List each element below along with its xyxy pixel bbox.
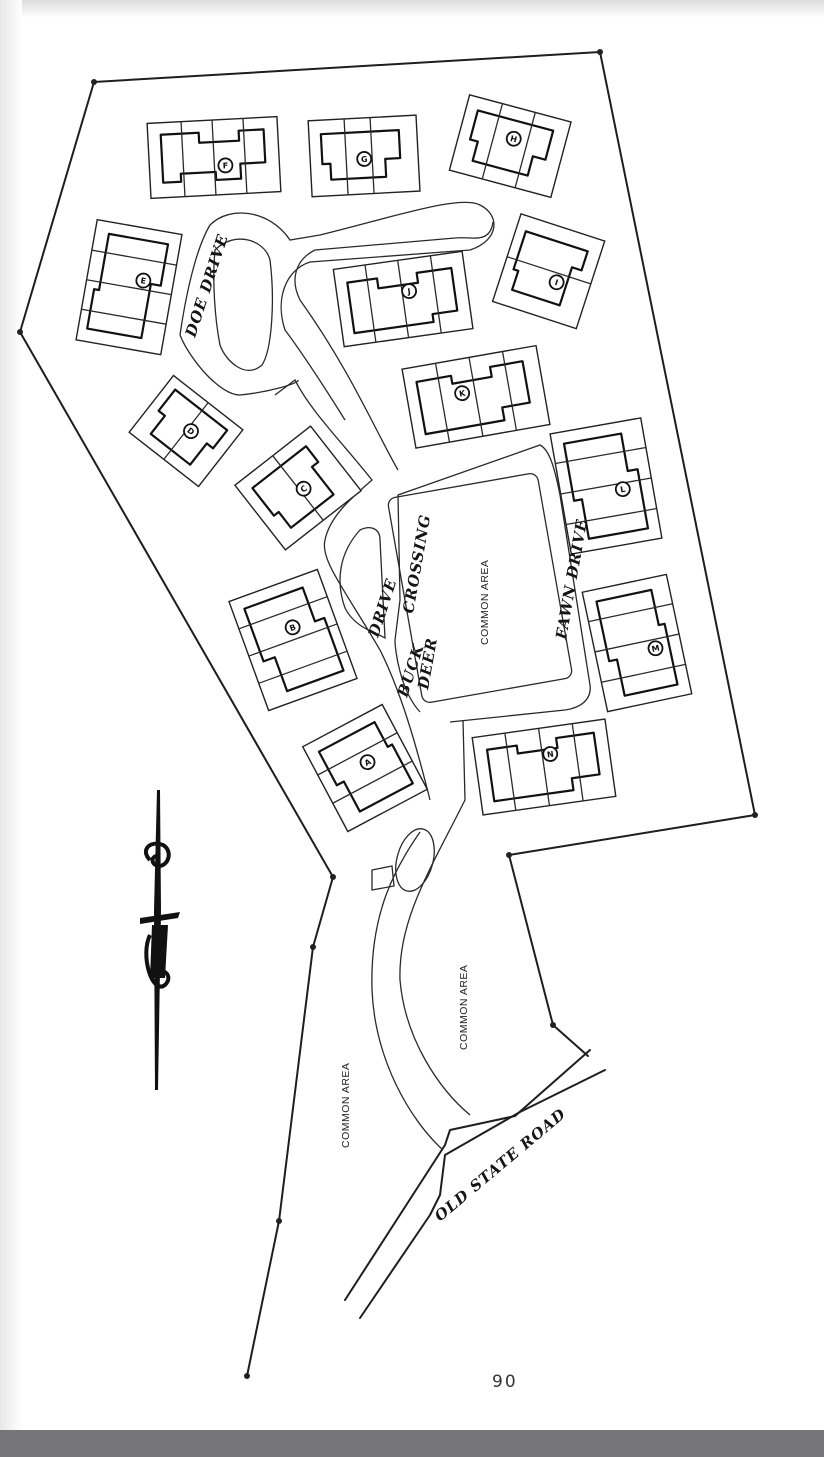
lot-D[interactable]: D: [128, 374, 244, 488]
lot-K[interactable]: K: [401, 344, 551, 449]
scan-top-shadow: [0, 0, 824, 18]
lot-N[interactable]: N: [471, 718, 617, 816]
lot-label: E: [140, 276, 147, 286]
common-area-label-lower: COMMON AREA: [458, 965, 470, 1050]
lot-label: L: [620, 485, 627, 495]
lot-label: H: [509, 134, 518, 144]
buck-drive-island: [339, 527, 386, 640]
page-number: 90: [492, 1372, 518, 1392]
property-boundary-east: [508, 51, 756, 1057]
lot-label: F: [222, 161, 228, 170]
lot-label: D: [185, 426, 196, 437]
street-label-deer-crossing: CROSSING: [399, 513, 434, 615]
lot-label: G: [361, 155, 368, 164]
street-label-buck-drive: DRIVE: [364, 576, 400, 640]
entrance-island: [395, 828, 435, 892]
interior-roads: [274, 221, 591, 801]
lot-label: N: [546, 750, 554, 760]
doe-drive-island: [213, 238, 273, 371]
lot-L[interactable]: L: [549, 417, 663, 555]
entrance-gatehouse: [371, 865, 395, 891]
lot-label: M: [651, 644, 661, 654]
lot-M[interactable]: M: [581, 573, 693, 713]
lot-F[interactable]: F: [146, 115, 282, 200]
lot-label: C: [299, 484, 309, 495]
doe-drive-roads: [179, 201, 495, 421]
lot-label: K: [458, 389, 466, 399]
lot-H[interactable]: H: [448, 93, 572, 199]
north-arrow-icon: [140, 790, 180, 1090]
lot-label: A: [363, 757, 373, 768]
lot-E[interactable]: E: [75, 218, 183, 356]
lot-I[interactable]: I: [491, 213, 606, 330]
lot-A[interactable]: A: [301, 703, 429, 833]
lot-label: I: [554, 278, 560, 287]
lot-J[interactable]: J: [332, 250, 474, 348]
boundary-corners: [17, 49, 758, 1379]
scan-left-shadow: [0, 0, 22, 1430]
street-label-fawn-drive: FAWN DRIVE: [552, 517, 591, 641]
common-area-label-left: COMMON AREA: [340, 1063, 352, 1148]
lot-label: B: [288, 623, 297, 634]
entrance-road: [371, 719, 471, 1151]
central-common-area: [387, 473, 573, 703]
lot-G[interactable]: G: [307, 114, 421, 198]
old-state-road-lines: [344, 1049, 606, 1319]
common-area-label-center: COMMON AREA: [479, 560, 491, 645]
scan-bottom-band: [0, 1430, 824, 1457]
lot-C[interactable]: C: [233, 425, 363, 551]
lot-label: J: [406, 287, 411, 296]
lot-B[interactable]: B: [228, 568, 358, 712]
